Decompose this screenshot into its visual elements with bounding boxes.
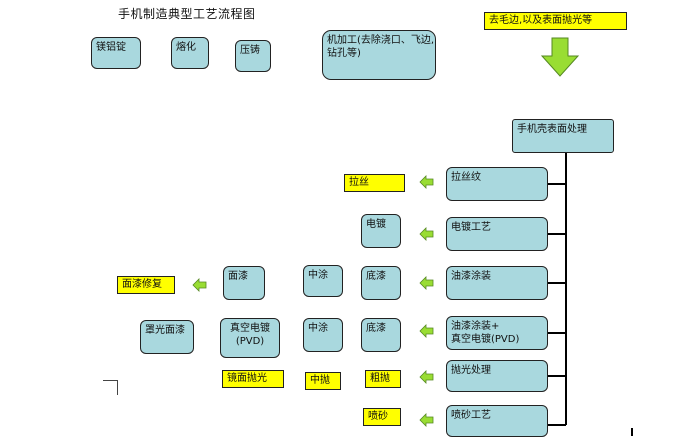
brushing-label: 拉丝 xyxy=(344,174,405,192)
deburr-note: 去毛边,以及表面抛光等 xyxy=(484,12,627,30)
polishing-process-box: 抛光处理 xyxy=(446,360,548,392)
left-arrow-icon xyxy=(192,278,207,292)
painting-top-coat-box: 面漆 xyxy=(223,266,265,300)
paint-vacuum-process-box: 油漆涂装+ 真空电镀(PVD) xyxy=(446,316,548,350)
surface-treatment-header: 手机壳表面处理 xyxy=(512,119,614,153)
vacuum-plating-pvd-box: 真空电镀 (PVD) xyxy=(220,318,280,358)
melting-step: 熔化 xyxy=(171,37,209,69)
brushing-process-box: 拉丝纹 xyxy=(446,167,548,201)
plating-result-box: 电镀 xyxy=(361,214,401,248)
diagram-title: 手机制造典型工艺流程图 xyxy=(118,7,256,21)
sandblast-label: 喷砂 xyxy=(363,408,401,426)
plating-process-box: 电镀工艺 xyxy=(446,217,548,251)
left-arrow-icon xyxy=(419,227,434,241)
left-arrow-icon xyxy=(419,413,434,427)
gloss-top-coat-box: 罩光面漆 xyxy=(140,320,194,354)
die-casting-step: 压铸 xyxy=(235,40,271,72)
paint-vacuum-base-coat-box: 底漆 xyxy=(361,318,401,352)
cursor-mark xyxy=(631,428,633,436)
rough-polish-label: 粗抛 xyxy=(365,370,401,388)
corner-mark xyxy=(103,380,118,395)
left-arrow-icon xyxy=(419,370,434,384)
sandblast-process-box: 喷砂工艺 xyxy=(446,405,548,437)
magnesium-aluminum-ingot-step: 镁铝锭 xyxy=(91,37,141,69)
mirror-polish-label: 镜面抛光 xyxy=(222,370,284,388)
left-arrow-icon xyxy=(419,324,434,338)
down-arrow-icon xyxy=(540,37,580,77)
machining-step: 机加工(去除浇口、飞边, 钻孔等) xyxy=(322,30,436,80)
paint-vacuum-middle-coat-box: 中涂 xyxy=(303,318,343,352)
painting-base-coat-box: 底漆 xyxy=(361,266,401,300)
top-coat-repair-label: 面漆修复 xyxy=(117,276,175,294)
painting-process-box: 油漆涂装 xyxy=(446,266,548,300)
left-arrow-icon xyxy=(419,276,434,290)
left-arrow-icon xyxy=(419,175,434,189)
painting-middle-coat-box: 中涂 xyxy=(303,265,343,297)
middle-polish-label: 中抛 xyxy=(305,372,341,390)
